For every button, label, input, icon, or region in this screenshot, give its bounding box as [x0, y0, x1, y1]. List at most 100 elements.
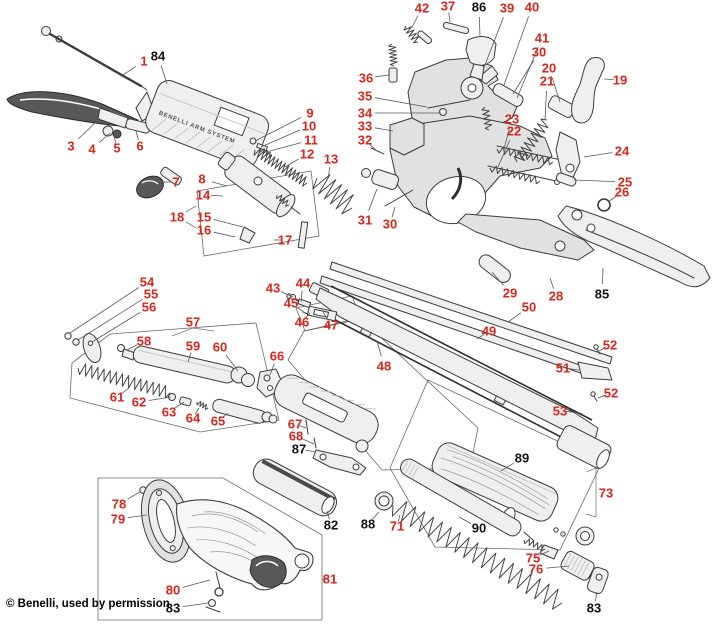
callout-5: 5 [113, 141, 120, 156]
callout-21: 21 [540, 74, 554, 89]
recoil-assembly-drawing [64, 332, 282, 424]
sear-spring-35 [427, 99, 471, 109]
receiver-drawing: BENELLI ARM SYSTEM [135, 80, 270, 168]
leader-line-86 [478, 16, 481, 37]
bolt-handle-drawing [136, 166, 183, 199]
spring-drawing [253, 147, 308, 187]
callout-7: 7 [172, 175, 179, 190]
magazine-tube-90 [400, 458, 522, 537]
leader-line-13 [327, 166, 331, 180]
bar-link-51 [577, 361, 613, 381]
swivel-80 [215, 571, 221, 589]
callout-6: 6 [136, 139, 143, 154]
leader-line-29 [491, 271, 504, 286]
callout-55: 55 [144, 287, 158, 302]
leader-line-14 [210, 195, 224, 197]
leader-line-62 [148, 396, 172, 401]
leader-line-32 [369, 144, 378, 152]
spring-drawing [391, 501, 563, 610]
leader-line-80 [182, 579, 211, 588]
leader-line-36 [375, 74, 390, 78]
screw-55 [72, 338, 80, 346]
leader-line-64 [195, 407, 200, 415]
leader-line-56 [91, 311, 141, 343]
copyright-note: © Benelli, used by permission [6, 598, 170, 610]
spring-drawing [513, 118, 549, 163]
pin-32 [370, 147, 385, 155]
callout-48: 48 [377, 359, 391, 374]
box-gas-valve [196, 170, 320, 257]
callout-52: 52 [604, 386, 618, 401]
callout-50: 50 [522, 300, 536, 315]
bracket-57 [171, 327, 215, 337]
leader-line-25 [573, 179, 616, 182]
leader-line-48 [376, 340, 382, 357]
leader-line-31 [368, 188, 378, 211]
leader-line-89 [500, 462, 514, 472]
leader-line-83 [182, 602, 209, 607]
trigger-group-drawing [361, 21, 711, 288]
callout-62: 62 [132, 395, 146, 410]
spring-drawing [312, 174, 354, 215]
callout-1: 1 [140, 54, 147, 69]
callout-81: 81 [323, 572, 337, 587]
leader-line-84 [160, 65, 168, 85]
callout-60: 60 [213, 340, 227, 355]
callout-19: 19 [613, 73, 627, 88]
callout-64: 64 [186, 411, 201, 426]
leader-line-3 [77, 117, 101, 140]
leader-line-37 [448, 12, 451, 23]
callout-53: 53 [553, 404, 567, 419]
leader-line-16 [213, 231, 236, 238]
small-parts-4-5-6 [102, 118, 151, 139]
leader-line-19 [603, 78, 614, 80]
callout-67: 67 [288, 417, 302, 432]
callout-68: 68 [289, 429, 303, 444]
leader-line-21 [544, 90, 547, 121]
callout-78: 78 [112, 497, 126, 512]
leader-line-28 [549, 277, 554, 289]
callout-66: 66 [270, 349, 284, 364]
leader-line-47 [322, 311, 329, 321]
leader-line-59 [187, 352, 192, 363]
callout-29: 29 [503, 286, 517, 301]
lever-19 [571, 57, 605, 124]
callout-75: 75 [526, 551, 540, 566]
cocking-lever-drawing [6, 91, 139, 129]
leader-line-76 [545, 565, 570, 569]
slide-82 [252, 458, 337, 517]
box-forearm [389, 379, 603, 551]
leader-line-71 [397, 514, 401, 522]
forearm-89 [431, 442, 559, 522]
callout-28: 28 [549, 289, 563, 304]
callout-59: 59 [186, 339, 200, 354]
leader-line-44 [300, 290, 303, 303]
callout-58: 58 [137, 334, 151, 349]
callout-25: 25 [618, 175, 632, 190]
callout-18: 18 [170, 210, 184, 225]
callout-63: 63 [162, 405, 176, 420]
leader-line-82 [326, 510, 330, 520]
callout-73: 73 [599, 486, 613, 501]
spring-drawing [523, 538, 546, 552]
washer-31a [361, 168, 371, 178]
spring-drawing [489, 165, 541, 185]
callout-71: 71 [390, 519, 404, 534]
callout-88: 88 [361, 517, 375, 532]
leader-line-30 [391, 206, 396, 218]
callout-14: 14 [196, 188, 211, 203]
barrel-drawing [290, 282, 612, 469]
leader-line-78 [127, 491, 141, 500]
retainer-76 [560, 550, 595, 581]
leader-line-49 [476, 333, 485, 340]
leader-line-67 [299, 425, 307, 429]
leader-line-39 [482, 17, 504, 71]
bracket-73 [585, 467, 597, 518]
bushing-9 [249, 137, 257, 145]
leader-line-46 [304, 312, 311, 319]
leader-line-42 [411, 15, 419, 28]
callout-89: 89 [515, 451, 529, 466]
plunger-63 [179, 396, 192, 407]
plunger-25 [555, 172, 577, 187]
